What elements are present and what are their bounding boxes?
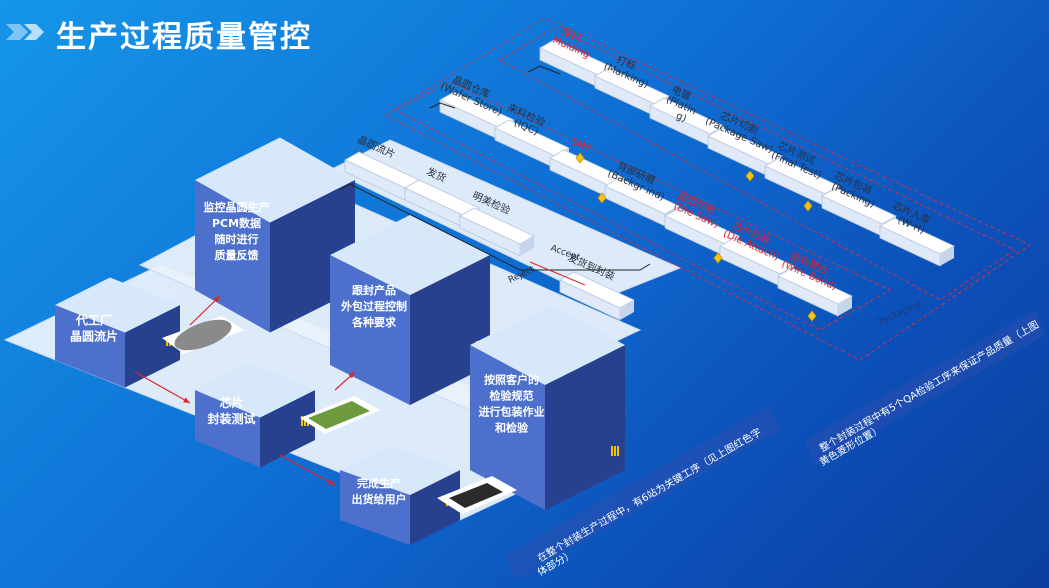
tile-label: g) (674, 111, 688, 125)
page-title: 生产过程质量管控 (56, 20, 312, 55)
packaging-boundary (498, 27, 1017, 301)
box-label: 质量反馈 (215, 248, 259, 262)
box-label: 各种要求 (351, 315, 397, 329)
tile-store-6: 金线键合(Wire Bond) (777, 249, 853, 317)
tile-store-1: 来料检验(IQC) (494, 101, 570, 169)
box-label: 封装测试 (207, 411, 255, 426)
box-label: 完成生产 (357, 476, 401, 490)
wafer-image (162, 316, 244, 354)
box-label: 监控晶圆生产 (204, 200, 270, 214)
box-label: 外包过程控制 (340, 299, 407, 313)
flow-line-wafer (339, 183, 651, 271)
qa-diamond-icon (597, 192, 607, 204)
flow-line-pack (527, 65, 561, 75)
box-label: 芯片 (219, 395, 243, 410)
qa-diamond-icon (807, 310, 817, 322)
qa-diamond-icon (713, 252, 723, 264)
title-chevron-icon (6, 24, 44, 40)
box-label: 出货给用户 (352, 492, 407, 506)
packaging-label: Packaging (877, 299, 923, 327)
arrow-test-to-ship-head (328, 479, 335, 485)
tile-store-3: 背部研磨(Backgr ind) (604, 159, 680, 227)
box-label: 按照客户的 (484, 373, 539, 387)
arrow-to-monitor-head (213, 296, 220, 303)
store-boundary (393, 81, 892, 331)
arrow-to-monitor (189, 295, 221, 326)
arrow-to-outsourcing-head (348, 372, 355, 379)
accept-arrow (529, 261, 586, 286)
note-text: 整个封装过程中有5个QA检验工序来保证产品质量（上图 (817, 318, 1041, 455)
arrow-foundry-to-test-head (183, 397, 190, 403)
box-label: 进行包装作业 (479, 405, 545, 419)
box-label: 晶圆流片 (70, 329, 118, 344)
outer-boundary (383, 17, 1032, 361)
arrow-test-to-ship (279, 454, 336, 486)
box-label: 检验规范 (490, 389, 534, 403)
box-label: 跟封产品 (352, 283, 396, 297)
tile-pack-1: 打标(Marking) (594, 53, 670, 117)
qa-diamond-icon (803, 200, 813, 212)
box-label: 代工厂 (75, 313, 112, 328)
tile-pack-6: 芯片入库(W-H) (879, 199, 955, 267)
qa-diamond-icon (575, 152, 585, 164)
pcb-image (300, 396, 380, 434)
box-label: 随时进行 (215, 232, 259, 246)
tile-store-4: 晶圆切割(Die Saw) (664, 189, 740, 257)
box-label: PCM数据 (212, 216, 261, 230)
tile-label: SMT (569, 136, 594, 155)
qa-diamond-icon (745, 170, 755, 182)
arrow-foundry-to-test (134, 371, 191, 404)
ic-chip-image (437, 476, 517, 514)
flow-line-store (429, 102, 456, 109)
box-label: 和检验 (495, 421, 529, 435)
